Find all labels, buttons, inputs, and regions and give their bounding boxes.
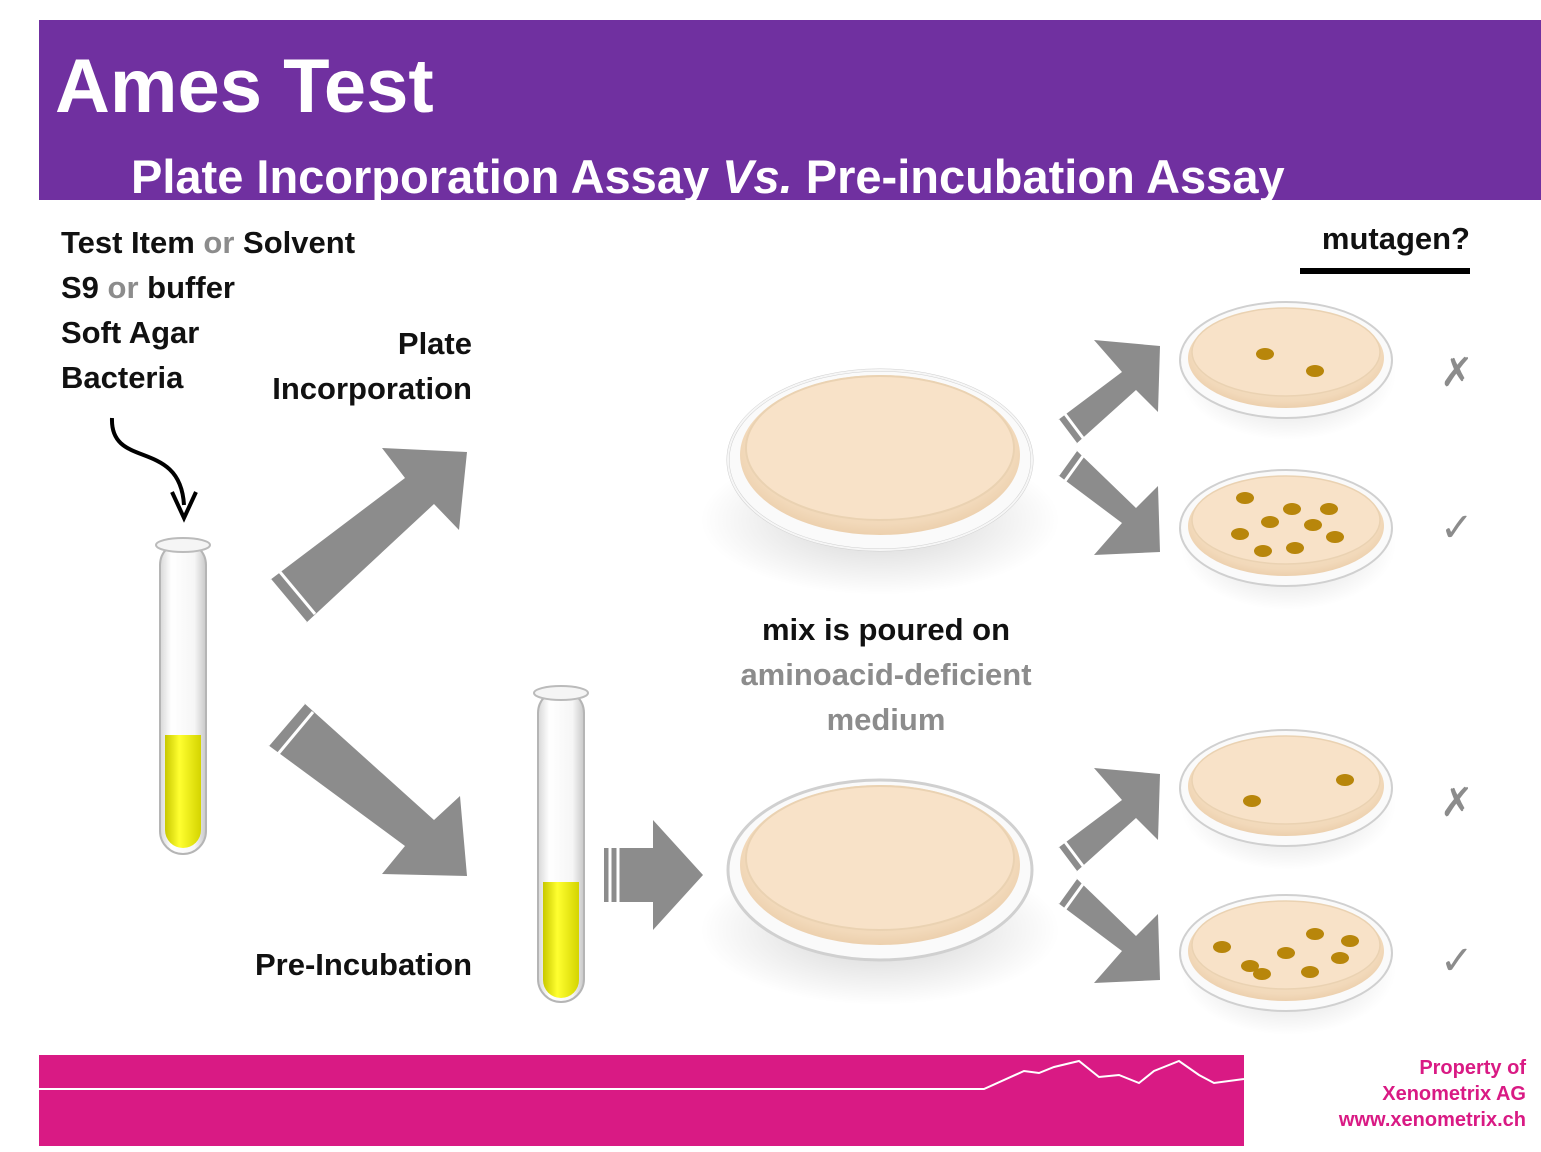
colony [1283, 503, 1301, 515]
page-subtitle: Plate Incorporation Assay Vs. Pre-incuba… [131, 148, 1285, 200]
pointer-curve [109, 417, 186, 506]
test-tube-1 [155, 537, 211, 855]
plate-incorporation-line2: Incorporation [272, 371, 472, 406]
ingredient-solvent: Solvent [243, 225, 356, 260]
mix-poured-caption: mix is poured on aminoacid-deficient med… [700, 607, 1072, 742]
colony [1286, 542, 1304, 554]
colony [1341, 935, 1359, 947]
subtitle-part2: Pre-incubation Assay [792, 150, 1285, 200]
colony [1241, 960, 1259, 972]
footer-website-link[interactable]: www.xenometrix.ch [1338, 1109, 1526, 1131]
result-top-negative-icon: ✗ [1440, 350, 1474, 396]
colony [1231, 528, 1249, 540]
petri-dish-bottom-positive [1179, 894, 1396, 1035]
page-title: Ames Test [55, 44, 434, 129]
footer-property-text: Property of Xenometrix AG www.xenometrix… [1290, 1055, 1526, 1133]
mutagen-underline [1300, 268, 1470, 274]
arrow-tube-to-plate [604, 820, 703, 930]
colony [1277, 947, 1295, 959]
mix-caption-line2: aminoacid-deficient [740, 657, 1032, 692]
petri-dish-large-top [700, 368, 1060, 595]
subtitle-vs: Vs. [722, 150, 793, 200]
arrow-bottom-plate-to-negative [1056, 768, 1160, 873]
ingredient-or: or [107, 270, 139, 305]
tube-2-liquid [543, 882, 579, 998]
colony [1306, 928, 1324, 940]
result-bottom-positive-icon: ✓ [1440, 938, 1474, 984]
test-tube-2 [533, 685, 589, 1003]
colony [1336, 774, 1354, 786]
arrow-bottom-plate-to-positive [1056, 877, 1160, 983]
colony [1236, 492, 1254, 504]
mix-caption-line3: medium [826, 702, 946, 737]
petri-dish-top-negative [1179, 301, 1396, 440]
ingredient-line-1: Test Item or Solvent [61, 220, 355, 265]
ingredient-s9: S9 [61, 270, 99, 305]
colony [1304, 519, 1322, 531]
ingredient-buffer: buffer [147, 270, 235, 305]
tube-1-liquid [165, 735, 201, 848]
petri-dish-top-positive [1179, 469, 1396, 610]
ingredient-line-2: S9 or buffer [61, 265, 355, 310]
footer-line1: Property of [1419, 1057, 1526, 1079]
ingredient-bacteria: Bacteria [61, 360, 184, 395]
ingredients-list: Test Item or Solvent S9 or buffer Soft A… [61, 220, 355, 400]
colony [1256, 348, 1274, 360]
colony [1320, 503, 1338, 515]
result-top-positive-icon: ✓ [1440, 505, 1474, 551]
plate-incorporation-line1: Plate [397, 326, 472, 361]
petri-dish-bottom-negative [1179, 729, 1396, 870]
plate-incorporation-label: Plate Incorporation [240, 321, 472, 411]
pre-incubation-label: Pre-Incubation [254, 947, 472, 982]
pointer-arrowhead-icon [170, 491, 198, 523]
colony [1261, 516, 1279, 528]
colony [1326, 531, 1344, 543]
petri-dish-large-bottom [700, 778, 1060, 1005]
colony [1331, 952, 1349, 964]
arrow-top-plate-to-positive [1056, 449, 1160, 555]
arrow-top-plate-to-negative [1056, 340, 1160, 445]
colony [1213, 941, 1231, 953]
colony [1301, 966, 1319, 978]
footer-line2: Xenometrix AG [1382, 1083, 1526, 1105]
mix-caption-line1: mix is poured on [761, 612, 1011, 647]
ingredient-soft-agar: Soft Agar [61, 315, 200, 350]
colony [1306, 365, 1324, 377]
header-banner: Ames Test Plate Incorporation Assay Vs. … [39, 20, 1541, 200]
ingredient-test-item: Test Item [61, 225, 195, 260]
arrow-to-pre-incubation [266, 702, 467, 876]
arrow-to-plate-incorporation [268, 448, 467, 624]
footer-bar [39, 1055, 1245, 1146]
colony [1254, 545, 1272, 557]
subtitle-part1: Plate Incorporation Assay [131, 150, 723, 200]
colony [1253, 968, 1271, 980]
footer-mountain-line [39, 1059, 1245, 1090]
ingredient-or: or [203, 225, 235, 260]
mutagen-question-label: mutagen? [1321, 221, 1470, 256]
colony [1243, 795, 1261, 807]
result-bottom-negative-icon: ✗ [1440, 780, 1474, 826]
